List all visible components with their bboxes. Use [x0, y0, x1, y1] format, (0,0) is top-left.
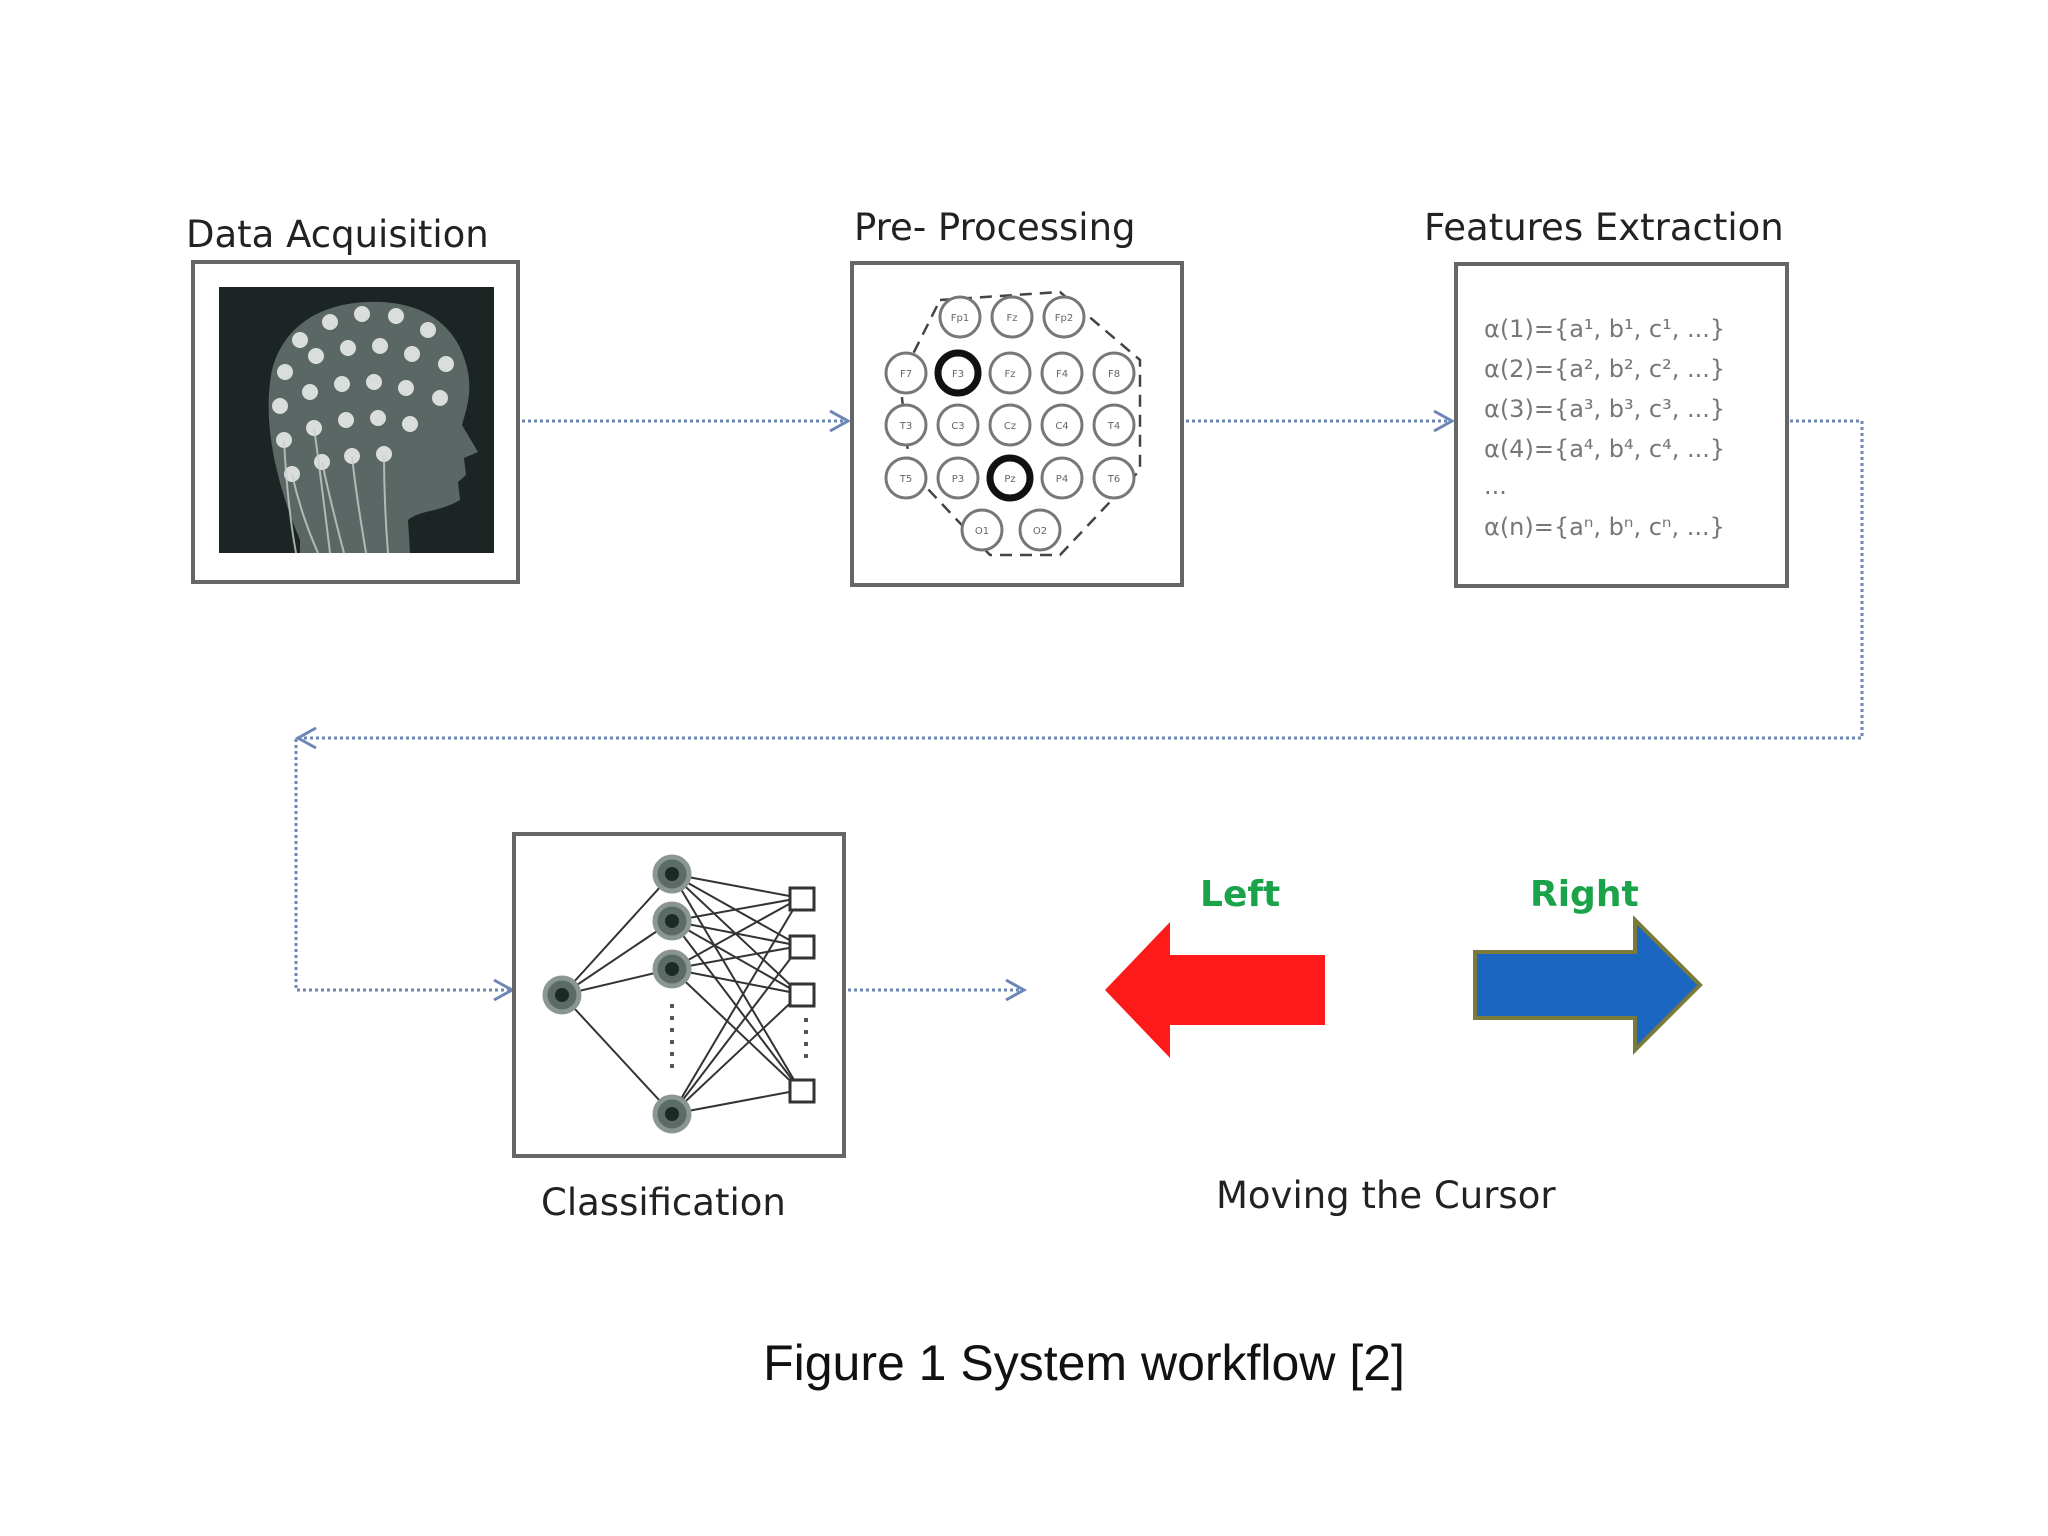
left-arrow-icon — [1105, 922, 1325, 1058]
features-extraction-box: α(1)={a¹, b¹, c¹, ...} α(2)={a², b², c²,… — [1454, 262, 1789, 588]
electrode-label: P3 — [952, 474, 964, 485]
feature-vector-2: α(2)={a², b², c², ...} — [1484, 355, 1725, 383]
right-arrow-icon — [1473, 915, 1703, 1055]
electrode-label: F7 — [900, 369, 912, 380]
classification-box — [512, 832, 846, 1158]
electrode-c4 — [1040, 403, 1084, 447]
electrode-f8 — [1092, 351, 1136, 395]
electrode-cz — [988, 403, 1032, 447]
electrode-p3 — [936, 456, 980, 500]
electrode-label: Cz — [1004, 421, 1016, 432]
electrode-label: F3 — [952, 369, 964, 380]
electrode-label: T4 — [1107, 421, 1120, 432]
flow-feat-to-class — [294, 419, 1864, 992]
electrode-f7 — [884, 351, 928, 395]
electrode-label: O2 — [1033, 526, 1047, 537]
features-extraction-label: Features Extraction — [1424, 206, 1784, 249]
electrode-label: Fz — [1004, 369, 1015, 380]
electrode-label: P4 — [1056, 474, 1068, 485]
moving-cursor-label: Moving the Cursor — [1216, 1174, 1556, 1217]
pre-processing-label: Pre- Processing — [854, 206, 1136, 249]
classification-label: Classification — [541, 1181, 786, 1224]
electrode-label: O1 — [975, 526, 989, 537]
electrode-t5 — [884, 456, 928, 500]
electrode-label: F4 — [1056, 369, 1068, 380]
feature-vector-ellipsis: ... — [1484, 472, 1507, 500]
electrode-label: Fz — [1006, 313, 1017, 324]
left-label: Left — [1200, 874, 1280, 915]
electrode-label: C3 — [951, 421, 964, 432]
electrode-label: T6 — [1107, 474, 1120, 485]
electrode-label: Fp1 — [951, 313, 969, 324]
electrode-fp1 — [938, 295, 982, 339]
figure-caption: Figure 1 System workflow [2] — [763, 1335, 1405, 1391]
eeg-cap-head-icon — [268, 301, 478, 554]
data-acquisition-box — [191, 260, 520, 584]
scalp-outline — [898, 290, 1142, 557]
electrode-t6 — [1092, 456, 1136, 500]
electrode-c3 — [936, 403, 980, 447]
electrode-label: Fp2 — [1055, 313, 1073, 324]
electrode-f3 — [934, 349, 982, 397]
electrode-f4 — [1040, 351, 1084, 395]
electrode-label: T3 — [899, 421, 912, 432]
feature-vector-4: α(4)={a⁴, b⁴, c⁴, ...} — [1484, 435, 1725, 463]
feature-vector-3: α(3)={a³, b³, c³, ...} — [1484, 395, 1725, 423]
data-acquisition-label: Data Acquisition — [186, 213, 489, 256]
electrode-label: Pz — [1004, 474, 1015, 485]
electrode-t4 — [1092, 403, 1136, 447]
electrode-pz — [986, 454, 1034, 502]
feature-vector-1: α(1)={a¹, b¹, c¹, ...} — [1484, 315, 1725, 343]
electrode-t3 — [884, 403, 928, 447]
electrode-label: T5 — [899, 474, 912, 485]
electrode-fz — [988, 351, 1032, 395]
electrode-fp2 — [1042, 295, 1086, 339]
neural-network-icon — [542, 854, 816, 1134]
right-label: Right — [1530, 874, 1639, 915]
feature-vector-n: α(n)={aⁿ, bⁿ, cⁿ, ...} — [1484, 513, 1725, 541]
electrode-label: C4 — [1055, 421, 1068, 432]
electrode-fz — [990, 295, 1034, 339]
electrode-label: F8 — [1108, 369, 1120, 380]
electrode-o1 — [960, 508, 1004, 552]
electrode-o2 — [1018, 508, 1062, 552]
electrode-p4 — [1040, 456, 1084, 500]
